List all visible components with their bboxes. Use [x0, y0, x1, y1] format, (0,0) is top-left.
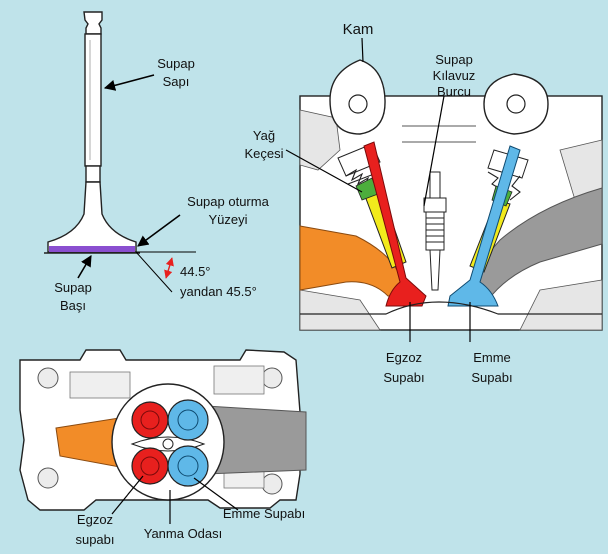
seat-angle-construction	[135, 251, 196, 293]
label-yag-2: Keçesi	[244, 146, 283, 161]
intake-valve-top-1	[167, 399, 209, 441]
label-supap-oturma-2: Yüzeyi	[208, 212, 247, 227]
exhaust-valve	[363, 141, 427, 307]
combustion-chamber-view	[19, 349, 307, 511]
valve-stem	[84, 33, 102, 167]
intake-valve-assembly	[447, 145, 529, 307]
single-valve	[44, 11, 140, 254]
label-supap-sapi-1: Supap	[157, 56, 195, 71]
exhaust-valve-top-1	[131, 401, 169, 439]
label-egzoz-right-2: Supabı	[383, 370, 424, 385]
valve-neck	[85, 165, 101, 183]
valve-head	[47, 181, 137, 253]
label-supap-basi-2: Başı	[60, 298, 86, 313]
label-kilavuz-3: Burcu	[437, 84, 471, 99]
label-angle-1: 44.5°	[180, 264, 211, 279]
exhaust-valve-assembly	[337, 141, 427, 307]
label-egzoz-bottom-1: Egzoz	[77, 512, 113, 527]
label-yanma: Yanma Odası	[144, 526, 223, 541]
label-emme-right-2: Supabı	[471, 370, 512, 385]
label-supap-oturma-1: Supap oturma	[187, 194, 269, 209]
valve-stem-tip	[83, 11, 103, 35]
exhaust-valve-top-2	[131, 447, 169, 485]
label-supap-basi-1: Supap	[54, 280, 92, 295]
label-emme-bottom: Emme Supabı	[223, 506, 305, 521]
label-kilavuz-1: Supap	[435, 52, 473, 67]
cylinder-head-section	[299, 59, 603, 331]
label-kam: Kam	[343, 21, 374, 38]
label-egzoz-right-1: Egzoz	[386, 350, 422, 365]
intake-valve-top-2	[167, 445, 209, 487]
valve-face	[49, 246, 135, 252]
label-angle-2: yandan 45.5°	[180, 284, 257, 299]
label-supap-sapi-2: Sapı	[163, 74, 190, 89]
label-emme-right-1: Emme	[473, 350, 511, 365]
label-yag-1: Yağ	[253, 128, 275, 143]
label-egzoz-bottom-2: supabı	[75, 532, 114, 547]
label-kilavuz-2: Kılavuz	[433, 68, 476, 83]
